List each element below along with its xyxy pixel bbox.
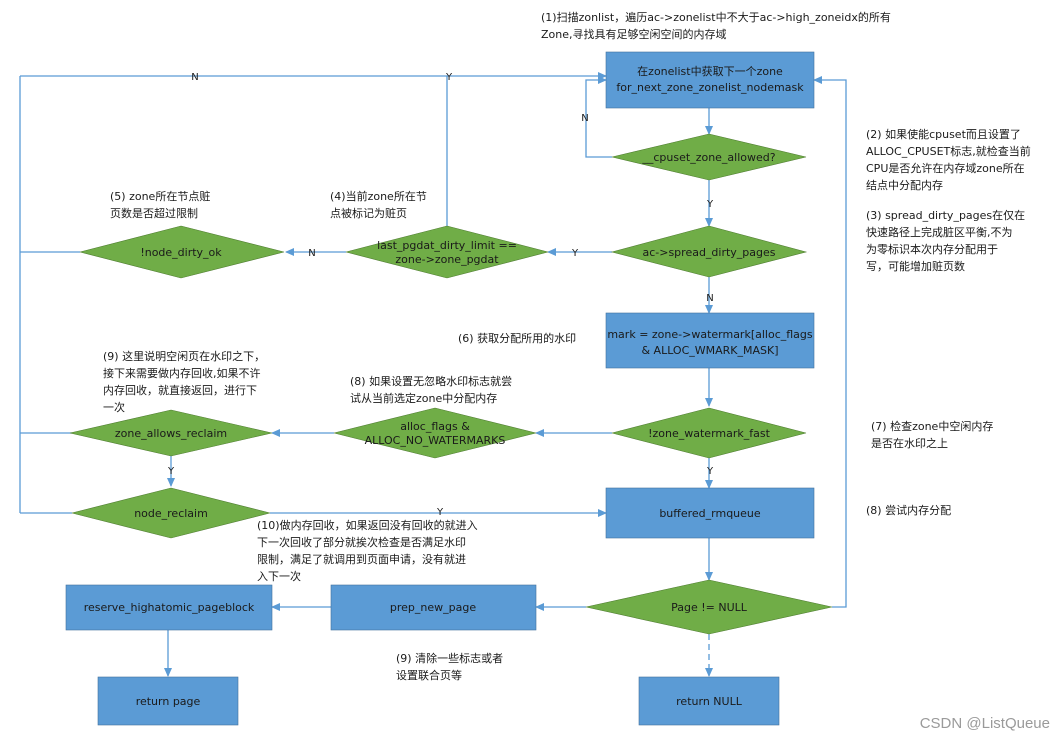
diamond-pgdat: [345, 225, 549, 279]
label-cpuset: __cpuset_zone_allowed?: [641, 151, 775, 164]
label-mark-1: mark = zone->watermark[alloc_flags: [607, 328, 813, 341]
edge-label-top-y: Y: [445, 72, 453, 83]
label-next-zone-1: 在zonelist中获取下一个zone: [637, 65, 783, 78]
box-reserve-highatomic: [65, 584, 273, 631]
diamond-page-not-null: [585, 579, 833, 635]
label-node-reclaim: node_reclaim: [134, 507, 208, 520]
annotation-3: (3) spread_dirty_pages在仅在 快速路径上完成脏区平衡,不为…: [866, 209, 1026, 273]
annotation-5: (5) zone所在节点赃 页数是否超过限制: [110, 190, 211, 220]
box-prep-new-page: [330, 584, 537, 631]
box-return-null: [638, 676, 780, 726]
annotation-6: (6) 获取分配所用的水印: [458, 332, 577, 345]
label-pgdat-2: zone->zone_pgdat: [395, 253, 499, 266]
label-dirty-ok: !node_dirty_ok: [140, 246, 222, 259]
edge-label-top-n: N: [191, 72, 198, 83]
diamond-spread: [610, 225, 808, 278]
label-watermark: !zone_watermark_fast: [648, 427, 770, 440]
edge-label-cpuset-n: N: [581, 113, 588, 124]
label-mark-2: & ALLOC_WMARK_MASK]: [641, 344, 778, 357]
label-zone-allows-reclaim: zone_allows_reclaim: [115, 427, 227, 440]
edge-label-node-reclaim-y: Y: [436, 507, 444, 518]
edge-label-spread-n: N: [706, 293, 713, 304]
label-pgdat-1: last_pgdat_dirty_limit ==: [377, 239, 517, 252]
annotation-8a: (8) 如果设置无忽略水印标志就尝 试从当前选定zone中分配内存: [350, 375, 513, 405]
label-no-watermarks-2: ALLOC_NO_WATERMARKS: [365, 434, 506, 447]
label-spread: ac->spread_dirty_pages: [642, 246, 775, 259]
label-return-null: return NULL: [676, 695, 743, 708]
diamond-watermark: [611, 407, 807, 459]
annotation-2: (2) 如果使能cpuset而且设置了 ALLOC_CPUSET标志,就检查当前…: [866, 128, 1031, 192]
diamond-cpuset: [611, 133, 807, 181]
annotation-10: (10)做内存回收，如果返回没有回收的就进入 下一次回收了部分就挨次检查是否满足…: [257, 519, 478, 583]
label-no-watermarks-1: alloc_flags &: [400, 420, 470, 433]
box-buffered-rmqueue: [605, 487, 815, 539]
process-boxes: [65, 51, 815, 726]
diamond-no-watermarks: [333, 407, 537, 459]
edge-label-cpuset-y: Y: [706, 199, 714, 210]
label-reserve-highatomic: reserve_highatomic_pageblock: [84, 601, 255, 614]
annotation-9b: (9) 清除一些标志或者 设置联合页等: [396, 652, 504, 682]
label-buffered-rmqueue: buffered_rmqueue: [659, 507, 761, 520]
diamond-zone-allows-reclaim: [69, 409, 273, 457]
decision-diamonds: [69, 133, 833, 635]
edge-label-pgdat-n: N: [308, 248, 315, 259]
label-page-not-null: Page != NULL: [671, 601, 748, 614]
edge-cpuset-n-loop: [585, 76, 612, 158]
box-return-page: [97, 676, 239, 726]
csdn-watermark: CSDN @ListQueue: [919, 715, 1050, 732]
edge-label-spread-y: Y: [571, 248, 579, 259]
annotation-8b: (8) 尝试内存分配: [866, 504, 952, 517]
edge-page-null-loop: [813, 76, 847, 608]
node-labels: 在zonelist中获取下一个zone for_next_zone_zoneli…: [84, 65, 813, 708]
edge-label-reclaim-y: Y: [167, 466, 175, 477]
diamond-dirty-ok: [79, 225, 285, 279]
annotation-4: (4)当前zone所在节 点被标记为赃页: [330, 190, 427, 220]
annotation-9a: (9) 这里说明空闲页在水印之下， 接下来需要做内存回收,如果不许 内存回收，就…: [103, 350, 266, 414]
box-mark: [605, 312, 815, 369]
annotation-1: (1)扫描zonlist，遍历ac->zonelist中不大于ac->high_…: [541, 11, 891, 41]
label-next-zone-2: for_next_zone_zonelist_nodemask: [616, 81, 804, 94]
edge-label-watermark-y: Y: [706, 466, 714, 477]
label-return-page: return page: [136, 695, 201, 708]
connectors: [19, 72, 847, 677]
edge-yn-labels: N Y N Y Y N N Y Y Y: [167, 72, 714, 518]
label-prep-new-page: prep_new_page: [390, 601, 476, 614]
annotation-7: (7) 检查zone中空闲内存 是否在水印之上: [871, 420, 994, 450]
diamond-node-reclaim: [71, 487, 271, 539]
box-next-zone: [605, 51, 815, 109]
